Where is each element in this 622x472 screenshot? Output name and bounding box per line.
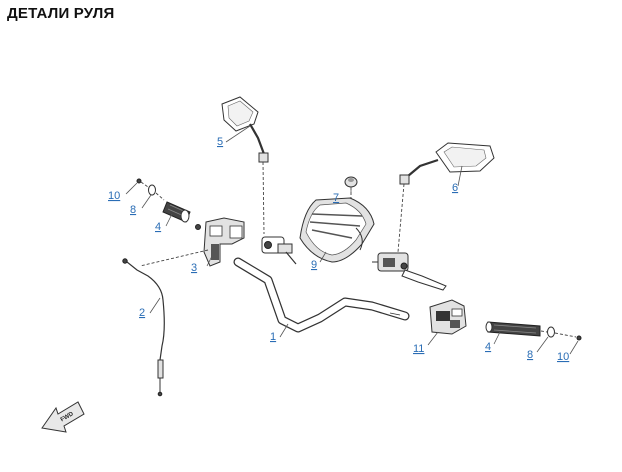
left-grip: [162, 201, 191, 223]
callout-11: 11: [413, 343, 424, 355]
left-bar-end: [136, 178, 165, 201]
callout-1: 1: [270, 331, 276, 343]
callouts: 5 6 7 9 3 1 2 4 8 10 11 4 8 10: [108, 136, 569, 363]
right-switch-housing: [429, 299, 467, 335]
callout-10-right: 10: [557, 351, 569, 363]
callout-9: 9: [311, 259, 317, 271]
leader-lines: [125, 125, 579, 355]
callout-6: 6: [452, 182, 458, 194]
callout-4-left: 4: [155, 221, 161, 233]
right-bar-end: [540, 326, 582, 341]
callout-10-left: 10: [108, 190, 120, 202]
right-grip: [485, 321, 541, 337]
callout-8-right: 8: [527, 349, 533, 361]
handlebar: [233, 257, 410, 333]
throttle-housing: [195, 217, 245, 267]
throttle-cable: [122, 249, 209, 397]
callout-2: 2: [139, 307, 145, 319]
left-mirror: [221, 96, 269, 235]
handlebar-cover: [299, 197, 375, 263]
callout-4-right: 4: [485, 341, 491, 353]
callout-7: 7: [333, 192, 339, 204]
callout-5: 5: [217, 136, 223, 148]
callout-3: 3: [191, 262, 197, 274]
right-mirror: [397, 142, 495, 253]
clutch-clamp: [261, 236, 297, 265]
fwd-arrow-icon: FWD: [41, 401, 85, 433]
page-title: ДЕТАЛИ РУЛЯ: [7, 5, 115, 22]
brake-master-cylinder: [372, 252, 447, 291]
callout-8-left: 8: [130, 204, 136, 216]
